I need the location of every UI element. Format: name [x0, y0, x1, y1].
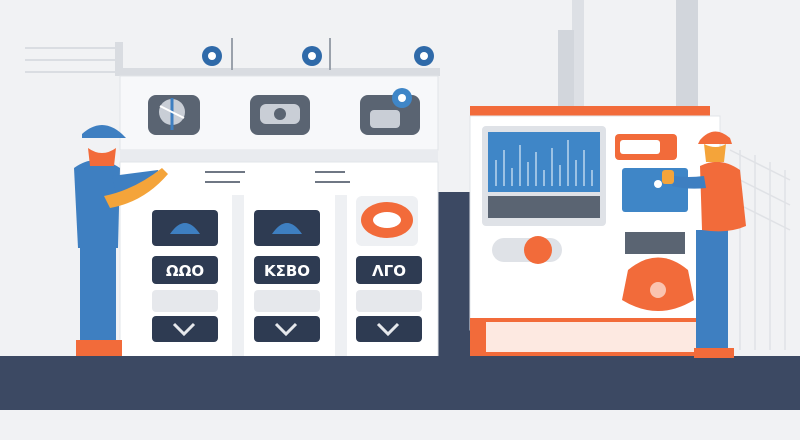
floor — [0, 356, 800, 410]
machine-knob — [524, 236, 552, 264]
valve-icon — [302, 46, 322, 66]
gauge-icon — [250, 95, 310, 135]
worker-left — [74, 125, 168, 356]
panel-display-3 — [356, 256, 422, 284]
panel-display-2 — [254, 256, 320, 284]
chimney-left — [572, 0, 584, 110]
cabinet-indicator-lines — [205, 171, 350, 183]
panel-display-1 — [152, 256, 218, 284]
panel-column-2: ΚΣΒΟ — [254, 210, 320, 342]
worker-left-legs — [80, 240, 116, 344]
gauge-icon — [360, 88, 420, 135]
panel-label-1: ΩΩΟ — [166, 262, 204, 280]
panel-column-3: ΛΓΟ — [356, 196, 422, 342]
valve-icon — [202, 46, 222, 66]
worker-right-glove — [662, 170, 674, 184]
valve-icon — [414, 46, 434, 66]
worker-left-face — [88, 148, 116, 166]
machine-base-panel — [486, 322, 706, 352]
worker-right-boots — [694, 348, 734, 358]
hard-hat-icon — [698, 131, 732, 144]
panel-label-2: ΚΣΒΟ — [264, 262, 310, 280]
hard-hat-icon — [272, 223, 302, 234]
worker-left-arm — [112, 170, 162, 194]
hard-hat-icon — [82, 125, 126, 138]
cabinet-top-post — [115, 42, 123, 72]
worker-right-arm — [672, 176, 706, 189]
side-panel-slot — [620, 140, 660, 154]
worker-left-gloves — [104, 168, 168, 208]
gauge-icon — [148, 95, 200, 135]
panel-label-3: ΛΓΟ — [372, 262, 406, 280]
chimney-left-base — [558, 30, 574, 110]
chimney-right — [676, 0, 698, 110]
wall-lines — [25, 47, 120, 73]
side-console — [625, 232, 685, 254]
worker-right-torso — [700, 161, 746, 232]
worker-right-face — [704, 144, 726, 162]
cabinet-band — [120, 150, 438, 162]
cabinet-divider-1 — [232, 195, 244, 358]
worker-left-torso — [74, 160, 120, 248]
worker-left-boots — [76, 340, 122, 356]
cabinet-top-rail — [115, 68, 440, 76]
control-cabinet: ΩΩΟ ΚΣΒΟ ΛΓΟ — [115, 38, 440, 359]
monitor-base — [488, 196, 600, 218]
side-screen-dot — [654, 180, 662, 188]
cabinet-divider-2 — [335, 195, 347, 358]
floor-bottom — [0, 410, 800, 440]
wrench-icon — [622, 257, 694, 311]
side-screen — [622, 168, 688, 212]
machine-top-accent — [470, 106, 710, 116]
monitor-chart-lines — [495, 140, 593, 186]
hard-hat-icon — [170, 223, 200, 234]
worker-right-legs — [696, 230, 728, 350]
worker-right — [662, 131, 746, 358]
panel-column-1: ΩΩΟ — [152, 210, 218, 342]
processing-machine — [469, 106, 721, 356]
